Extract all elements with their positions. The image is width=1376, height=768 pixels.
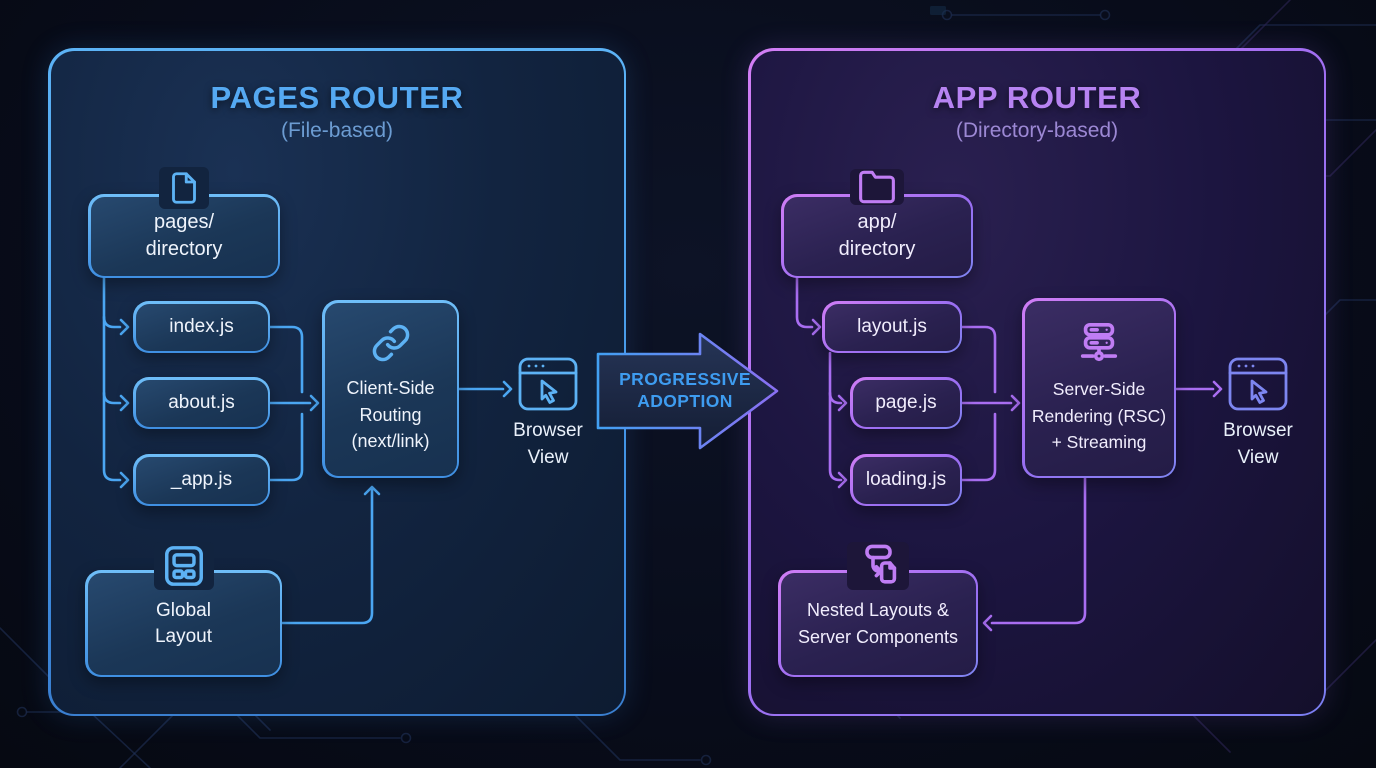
node-nested-layouts: Nested Layouts & Server Components <box>778 542 978 677</box>
ssr-label-line3: + Streaming <box>1051 432 1147 453</box>
node-app-directory: app/ directory <box>781 169 973 278</box>
node-loading-js: loading.js <box>850 454 962 506</box>
server-icon <box>1080 323 1118 362</box>
node-global-layout: Global Layout <box>85 542 282 677</box>
pages-directory-label-line1: pages/ <box>153 211 215 233</box>
about-js-label: about.js <box>168 392 235 413</box>
app-directory-label-line2: directory <box>838 238 916 260</box>
nested-layouts-label-line2: Server Components <box>797 626 959 647</box>
index-js-label: index.js <box>169 316 234 337</box>
csr-label-line3: (next/link) <box>351 431 430 452</box>
app-router-subtitle: (Directory-based) <box>955 119 1119 142</box>
node-server-side-rendering: Server-Side Rendering (RSC) + Streaming <box>1022 298 1176 478</box>
node-about-js: about.js <box>133 377 270 429</box>
nested-layouts-label-line1: Nested Layouts & <box>806 600 950 620</box>
browser-view-right-line1: Browser <box>1223 420 1293 441</box>
nested-layout-icon <box>847 542 909 590</box>
node-pages-directory: pages/ directory <box>88 167 280 278</box>
node-client-side-routing: Client-Side Routing (next/link) <box>322 300 459 478</box>
pages-directory-label-line2: directory <box>145 238 223 260</box>
browser-view-label-right: Browser View <box>1203 417 1313 471</box>
global-layout-label-line1: Global <box>156 599 211 621</box>
app-js-label: _app.js <box>170 469 233 490</box>
pages-router-title: PAGES ROUTER <box>210 80 464 115</box>
page-js-label: page.js <box>875 392 937 413</box>
loading-js-label: loading.js <box>865 469 947 490</box>
arrow-label-line2: ADOPTION <box>637 390 733 411</box>
browser-view-left-line2: View <box>527 447 569 468</box>
ssr-label-line2: Rendering (RSC) <box>1031 405 1167 426</box>
ssr-label-line1: Server-Side <box>1052 379 1146 400</box>
app-router-title: APP ROUTER <box>932 80 1142 115</box>
browser-view-label-left: Browser View <box>493 417 603 471</box>
node-page-js: page.js <box>850 377 962 429</box>
browser-view-left-line1: Browser <box>513 420 583 441</box>
node-index-js: index.js <box>133 301 270 353</box>
file-icon <box>159 167 209 209</box>
app-directory-label-line1: app/ <box>857 211 897 233</box>
pages-router-subtitle: (File-based) <box>280 119 394 142</box>
csr-label-line2: Routing <box>359 404 422 425</box>
folder-icon <box>850 169 904 205</box>
arrow-label-line1: PROGRESSIVE <box>619 369 751 389</box>
link-icon <box>372 324 409 362</box>
progressive-adoption-label: PROGRESSIVE ADOPTION <box>604 369 766 412</box>
layout-grid-icon <box>153 542 214 590</box>
node-app-js: _app.js <box>133 454 270 506</box>
browser-view-right-line2: View <box>1237 447 1279 468</box>
layout-js-label: layout.js <box>857 316 927 337</box>
global-layout-label-line2: Layout <box>154 625 213 647</box>
node-layout-js: layout.js <box>822 301 962 353</box>
csr-label-line1: Client-Side <box>346 378 435 399</box>
